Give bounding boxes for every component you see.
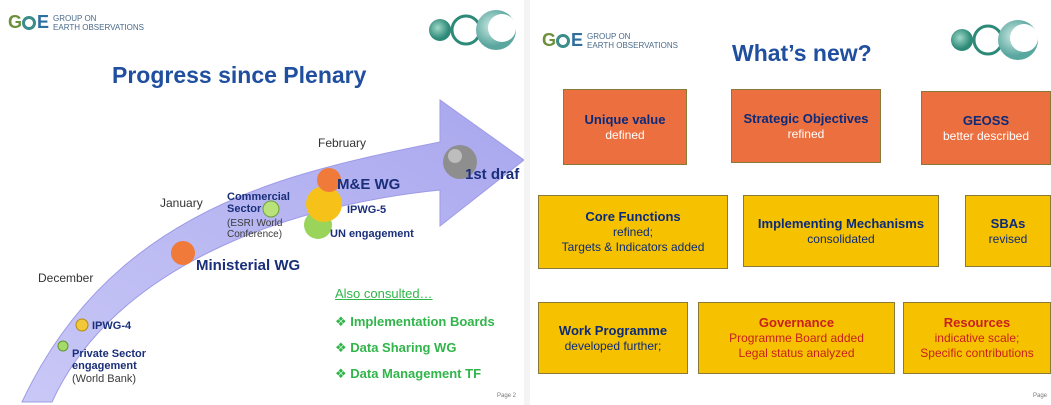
box-title: GEOSS bbox=[962, 112, 1010, 128]
logo-letter-g: G bbox=[542, 30, 556, 50]
logo-text-line2: EARTH OBSERVATIONS bbox=[587, 40, 679, 50]
box-title: SBAs bbox=[990, 215, 1026, 231]
geo-logo-mark: G E bbox=[8, 12, 49, 33]
page-number: Page 2 bbox=[497, 393, 517, 399]
logo-text: GROUP ON EARTH OBSERVATIONS bbox=[53, 14, 144, 32]
box-title: Core Functions bbox=[585, 209, 681, 224]
slide-whats-new: G E GROUP ON EARTH OBSERVATIONS What’s n… bbox=[530, 0, 1051, 405]
slide-title: Progress since Plenary bbox=[112, 62, 367, 88]
geo-logo: G E GROUP ON EARTH OBSERVATIONS bbox=[8, 12, 144, 33]
box-title: Unique value bbox=[584, 111, 666, 127]
box-governance: Governance Programme Board added Legal s… bbox=[698, 302, 895, 374]
box-subtitle: better described bbox=[942, 128, 1030, 143]
event-commercial-sub-line1: (ESRI World bbox=[227, 218, 283, 229]
box-resources: Resources indicative scale; Specific con… bbox=[903, 302, 1051, 374]
box-subtitle-line1: Programme Board added bbox=[729, 331, 864, 345]
event-private-sector: Private Sector engagement bbox=[72, 348, 146, 372]
consulted-item-data-sharing: ❖ Data Sharing WG bbox=[335, 340, 457, 355]
geo-circles-icon bbox=[951, 20, 1038, 60]
geo-logo: G E GROUP ON EARTH OBSERVATIONS bbox=[542, 30, 678, 51]
logo-letter-e: E bbox=[37, 12, 49, 32]
slide-progress: G E GROUP ON EARTH OBSERVATIONS Progress… bbox=[0, 0, 524, 405]
event-commercial-sub: (ESRI World Conference) bbox=[227, 218, 282, 240]
box-subtitle-line2: Specific contributions bbox=[920, 346, 1034, 360]
logo-text-line1: GROUP ON bbox=[587, 31, 631, 41]
event-private-sector-line2: engagement bbox=[72, 360, 137, 372]
event-ipwg4: IPWG-4 bbox=[92, 320, 132, 332]
also-consulted-heading: Also consulted… bbox=[335, 286, 433, 301]
box-subtitle: consolidated bbox=[807, 231, 875, 246]
box-subtitle: refined bbox=[787, 126, 825, 141]
consulted-item-data-management: ❖ Data Management TF bbox=[335, 366, 482, 381]
box-title: Governance bbox=[758, 315, 835, 330]
box-unique-value: Unique value defined bbox=[563, 89, 687, 165]
box-subtitle-line2: Legal status analyzed bbox=[738, 346, 855, 360]
page-number: Page bbox=[1033, 393, 1048, 399]
month-january: January bbox=[160, 196, 203, 210]
box-core-functions: Core Functions refined; Targets & Indica… bbox=[538, 195, 728, 269]
event-ministerial-wg: Ministerial WG bbox=[196, 257, 301, 274]
box-work-programme: Work Programme developed further; bbox=[538, 302, 688, 374]
box-subtitle-line1: indicative scale; bbox=[934, 331, 1020, 345]
month-december: December bbox=[38, 271, 94, 285]
event-commercial-sub-line2: Conference) bbox=[227, 229, 283, 240]
event-commercial-line2: Sector bbox=[227, 203, 262, 215]
event-ipwg5: IPWG-5 bbox=[347, 204, 387, 216]
slide-divider bbox=[524, 0, 530, 405]
box-title: Implementing Mechanisms bbox=[757, 215, 925, 231]
box-sbas: SBAs revised bbox=[965, 195, 1051, 267]
consulted-item-implementation-boards: ❖ Implementation Boards bbox=[335, 314, 495, 329]
box-title: Work Programme bbox=[558, 322, 668, 338]
event-commercial-line1: Commercial bbox=[227, 191, 290, 203]
logo-letter-g: G bbox=[8, 12, 22, 32]
logo-letter-e: E bbox=[571, 30, 583, 50]
logo-ring-icon bbox=[556, 33, 571, 48]
box-subtitle-line1: refined; bbox=[612, 225, 654, 239]
box-strategic-objectives: Strategic Objectives refined bbox=[731, 89, 881, 163]
event-private-sector-sub: (World Bank) bbox=[72, 373, 136, 385]
event-un-engagement: UN engagement bbox=[330, 228, 414, 240]
box-geoss: GEOSS better described bbox=[921, 91, 1051, 165]
logo-ring-icon bbox=[22, 15, 37, 30]
event-commercial-sector: Commercial Sector bbox=[227, 191, 290, 215]
event-private-sector-line1: Private Sector bbox=[72, 348, 146, 360]
geo-logo-mark: G E bbox=[542, 30, 583, 51]
box-subtitle: revised bbox=[988, 231, 1028, 246]
box-implementing-mechanisms: Implementing Mechanisms consolidated bbox=[743, 195, 939, 267]
logo-text: GROUP ON EARTH OBSERVATIONS bbox=[587, 32, 678, 50]
also-consulted-list: Also consulted… ❖ Implementation Boards … bbox=[335, 286, 495, 392]
logo-text-line2: EARTH OBSERVATIONS bbox=[53, 22, 145, 32]
box-title: Resources bbox=[943, 315, 1011, 330]
event-first-draft: 1st draf bbox=[465, 166, 520, 183]
slide-title: What’s new? bbox=[732, 40, 872, 66]
box-subtitle: defined bbox=[605, 127, 645, 142]
box-subtitle: developed further; bbox=[564, 338, 662, 353]
box-title: Strategic Objectives bbox=[743, 110, 869, 126]
logo-text-line1: GROUP ON bbox=[53, 13, 97, 23]
month-february: February bbox=[318, 136, 367, 150]
timeline-arrow bbox=[21, 99, 524, 403]
event-me-wg: M&E WG bbox=[337, 176, 401, 193]
box-subtitle-line2: Targets & Indicators added bbox=[561, 240, 705, 254]
geo-circles-icon bbox=[429, 10, 516, 50]
